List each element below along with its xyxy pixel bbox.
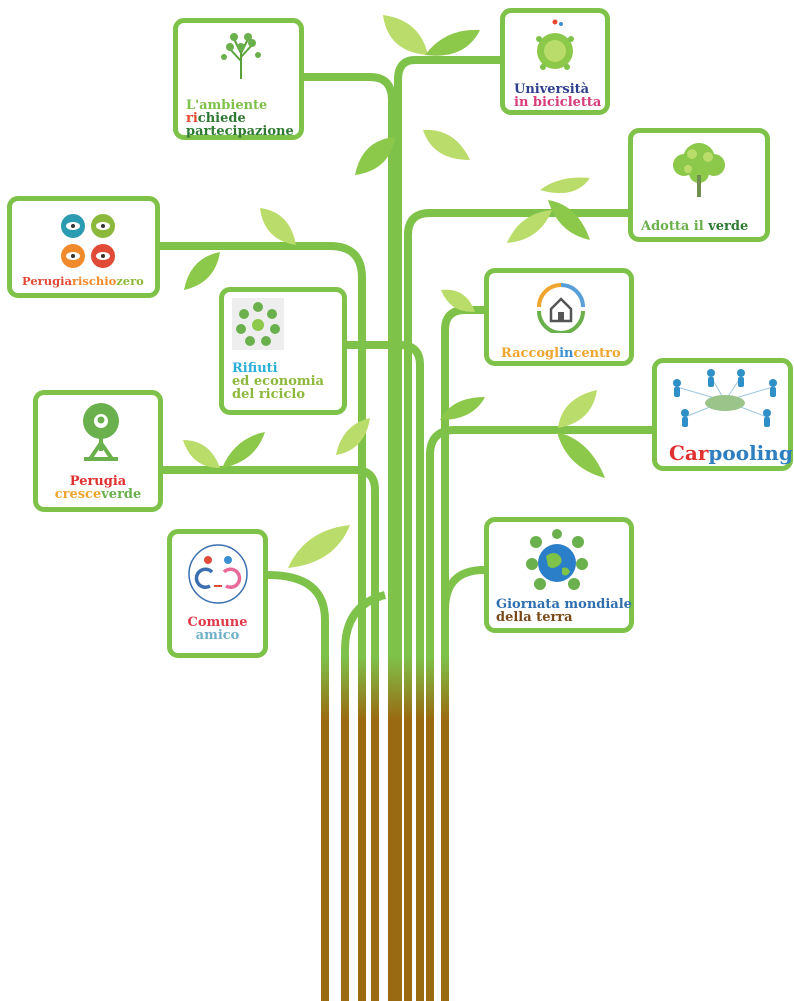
leaf <box>383 15 428 55</box>
branch-carpooling <box>426 426 652 1001</box>
label-carpooling-1: Car <box>669 441 709 465</box>
eye-icons <box>60 213 116 269</box>
house-recycle-icon <box>537 283 585 333</box>
label-giornata-1: Giornata mondiale <box>496 597 632 612</box>
label-universita-1: Università <box>514 82 590 97</box>
label-ambiente-2a: ri <box>186 111 198 126</box>
label-rischiozero-3: zero <box>116 274 144 288</box>
label-rischiozero-2: rischio <box>71 274 117 288</box>
leaf <box>355 137 395 175</box>
recycle-circle-icon <box>232 298 284 350</box>
card-rischiozero[interactable]: Perugiarischiozero <box>7 196 160 298</box>
card-rifiuti[interactable]: Rifiuti ed economia del riciclo <box>219 287 347 415</box>
label-cresceverde-1: Perugia <box>69 474 127 489</box>
label-rifiuti-3: del riciclo <box>232 387 305 402</box>
label-comune-2: amico <box>195 628 240 643</box>
leaf <box>548 200 590 240</box>
card-carpooling[interactable]: Carpooling <box>652 358 793 471</box>
leaf <box>440 397 485 420</box>
branch-universita <box>394 56 500 140</box>
label-giornata-2: della terra <box>496 610 573 625</box>
card-universita[interactable]: Università in bicicletta <box>500 8 610 115</box>
label-ambiente-1: L'ambiente <box>186 98 268 113</box>
label-raccogli-3: centro <box>573 346 621 361</box>
card-adotta[interactable]: Adotta il verde <box>628 128 770 242</box>
leaf <box>507 210 552 243</box>
card-cresceverde[interactable]: Perugia cresceverde <box>33 390 163 512</box>
leaf <box>260 208 296 245</box>
card-giornata[interactable]: Giornata mondiale della terra <box>484 517 634 633</box>
leaf <box>425 29 480 56</box>
tree-icon <box>673 143 725 197</box>
branch-center <box>341 591 387 1001</box>
label-rifiuti-2: ed economia <box>232 374 324 389</box>
tree-person-icon <box>83 403 119 461</box>
label-rischiozero-1: Perugia <box>22 274 72 288</box>
circuit-tree-icon <box>221 33 261 79</box>
label-rifiuti-1: Rifiuti <box>232 361 278 376</box>
label-adotta-1: Adotta il <box>641 219 704 234</box>
leaf <box>558 390 597 428</box>
leaf <box>222 432 265 468</box>
leaf <box>423 129 470 160</box>
label-ambiente-3: partecipazione <box>186 124 294 139</box>
card-comune[interactable]: Comune amico <box>167 529 268 658</box>
branch-ambiente <box>304 73 396 1001</box>
label-universita-2: in bicicletta <box>514 95 602 110</box>
leaf <box>288 525 350 568</box>
branch-comune <box>267 571 329 1001</box>
leaf <box>441 289 475 313</box>
label-ambiente-2b: chiede <box>197 111 246 126</box>
leaf <box>184 252 220 290</box>
people-car-network-icon <box>673 369 777 427</box>
label-raccogli-2: in <box>559 346 574 361</box>
card-ambiente[interactable]: L'ambiente richiede partecipazione <box>173 18 304 140</box>
card-raccogli[interactable]: Raccoglincentro <box>484 268 634 366</box>
leaf <box>540 177 590 194</box>
branch-cresceverde <box>163 466 379 1001</box>
leaf <box>336 418 370 455</box>
label-adotta-2: verde <box>708 219 749 234</box>
branch-giornata <box>441 566 485 611</box>
people-circle-icon <box>188 544 248 604</box>
label-cresceverde-2b: verde <box>101 487 142 502</box>
branch-adotta <box>404 209 628 1001</box>
label-raccogli-1: Raccogl <box>501 346 560 361</box>
label-carpooling-2: pooling <box>708 441 793 465</box>
label-comune-1: Comune <box>187 615 248 630</box>
green-globe-icon <box>536 19 574 70</box>
earth-icons-icon <box>526 529 588 590</box>
leaf <box>183 440 220 468</box>
label-cresceverde-2a: cresce <box>54 487 102 502</box>
branch-rischiozero <box>160 242 366 1001</box>
leaf <box>557 432 605 478</box>
